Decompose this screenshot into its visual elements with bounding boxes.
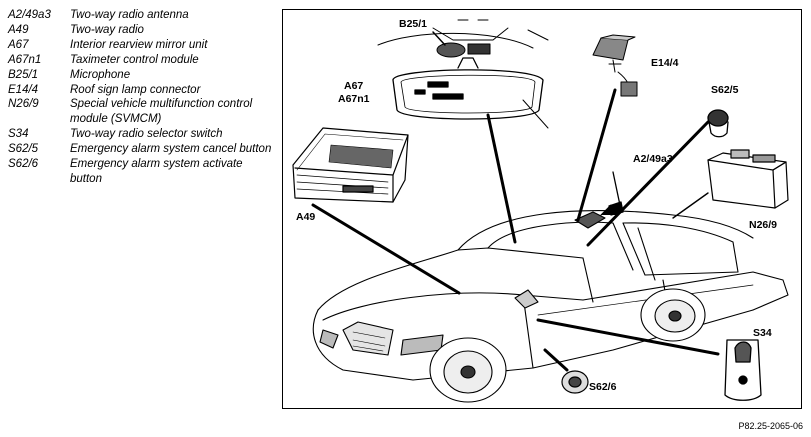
callout-s34: S34	[753, 327, 772, 339]
figure-drawing: B25/1 E14/4 A67 A67n1 S62/5 A2/49a3 A49 …	[292, 18, 789, 403]
legend-desc: Two-way radio	[70, 23, 144, 36]
legend-row: S62/5 Emergency alarm system cancel butto…	[8, 142, 273, 157]
headliner-illustration	[377, 19, 549, 58]
legend-row: S34 Two-way radio selector switch	[8, 127, 273, 142]
legend-code: S62/5	[8, 143, 39, 156]
leader-line-e14-4	[576, 88, 617, 222]
legend-row: B25/1 Microphone	[8, 68, 273, 83]
legend-row: A67 Interior rearview mirror unit	[8, 38, 273, 53]
legend-code: N26/9	[8, 98, 39, 111]
callout-s62-5: S62/5	[711, 84, 739, 96]
leader-line-b25-1	[432, 31, 446, 46]
legend-desc: Emergency alarm system activate button	[70, 158, 243, 185]
legend-row: E14/4 Roof sign lamp connector	[8, 83, 273, 98]
callout-b25-1: B25/1	[399, 18, 427, 30]
legend-desc: Microphone	[70, 68, 131, 81]
rearview-mirror-illustration	[392, 57, 544, 120]
legend-row: S62/6 Emergency alarm system activate but…	[8, 157, 273, 187]
figure-reference-number: P82.25-2065-06	[738, 421, 803, 431]
legend-row: N26/9 Special vehicle multifunction contr…	[8, 97, 273, 127]
leader-line-mirror-car	[486, 113, 517, 244]
roof-lamp-connector-illustration	[592, 34, 638, 97]
callout-e14-4: E14/4	[651, 57, 679, 69]
legend-code: E14/4	[8, 83, 39, 96]
legend-row: A2/49a3 Two-way radio antenna	[8, 8, 273, 23]
legend-desc: Two-way radio antenna	[70, 9, 189, 21]
legend-desc: Interior rearview mirror unit	[70, 38, 208, 51]
legend-code: B25/1	[8, 68, 39, 81]
leader-line-a67	[522, 99, 549, 129]
legend-code: A2/49a3	[8, 9, 51, 21]
activate-button-illustration	[561, 370, 589, 394]
legend-row: A49 Two-way radio	[8, 23, 273, 38]
leader-line-s62-5	[586, 120, 710, 247]
two-way-radio-illustration	[292, 127, 409, 203]
leader-line-a49	[311, 203, 461, 295]
cancel-button-illustration	[707, 109, 729, 138]
leader-line-s62-6	[543, 348, 569, 372]
leader-line-s34	[536, 318, 720, 356]
legend-desc: Emergency alarm system cancel button	[70, 143, 272, 156]
legend-desc: Taximeter control module	[70, 53, 199, 66]
leader-line-n26-9	[672, 192, 709, 219]
callout-s62-6: S62/6	[589, 381, 617, 393]
callout-a49: A49	[296, 211, 315, 223]
legend-code: A49	[8, 23, 29, 36]
legend-code: S62/6	[8, 158, 39, 171]
callout-a67: A67	[344, 80, 363, 92]
legend-desc: Two-way radio selector switch	[70, 128, 223, 141]
legend-desc: Special vehicle multifunction control mo…	[70, 98, 253, 126]
legend-code: A67	[8, 38, 29, 51]
legend-desc: Roof sign lamp connector	[70, 83, 201, 96]
callout-n26-9: N26/9	[749, 219, 777, 231]
selector-switch-illustration	[724, 339, 762, 401]
legend-row: A67n1 Taximeter control module	[8, 53, 273, 68]
component-location-figure: B25/1 E14/4 A67 A67n1 S62/5 A2/49a3 A49 …	[282, 9, 802, 409]
legend-code: A67n1	[8, 53, 42, 66]
car-body-illustration	[312, 204, 789, 403]
legend-code: S34	[8, 128, 29, 141]
callout-a67n1: A67n1	[338, 93, 370, 105]
callout-a2-49a3: A2/49a3	[633, 153, 673, 165]
svmcm-module-illustration	[707, 149, 789, 209]
